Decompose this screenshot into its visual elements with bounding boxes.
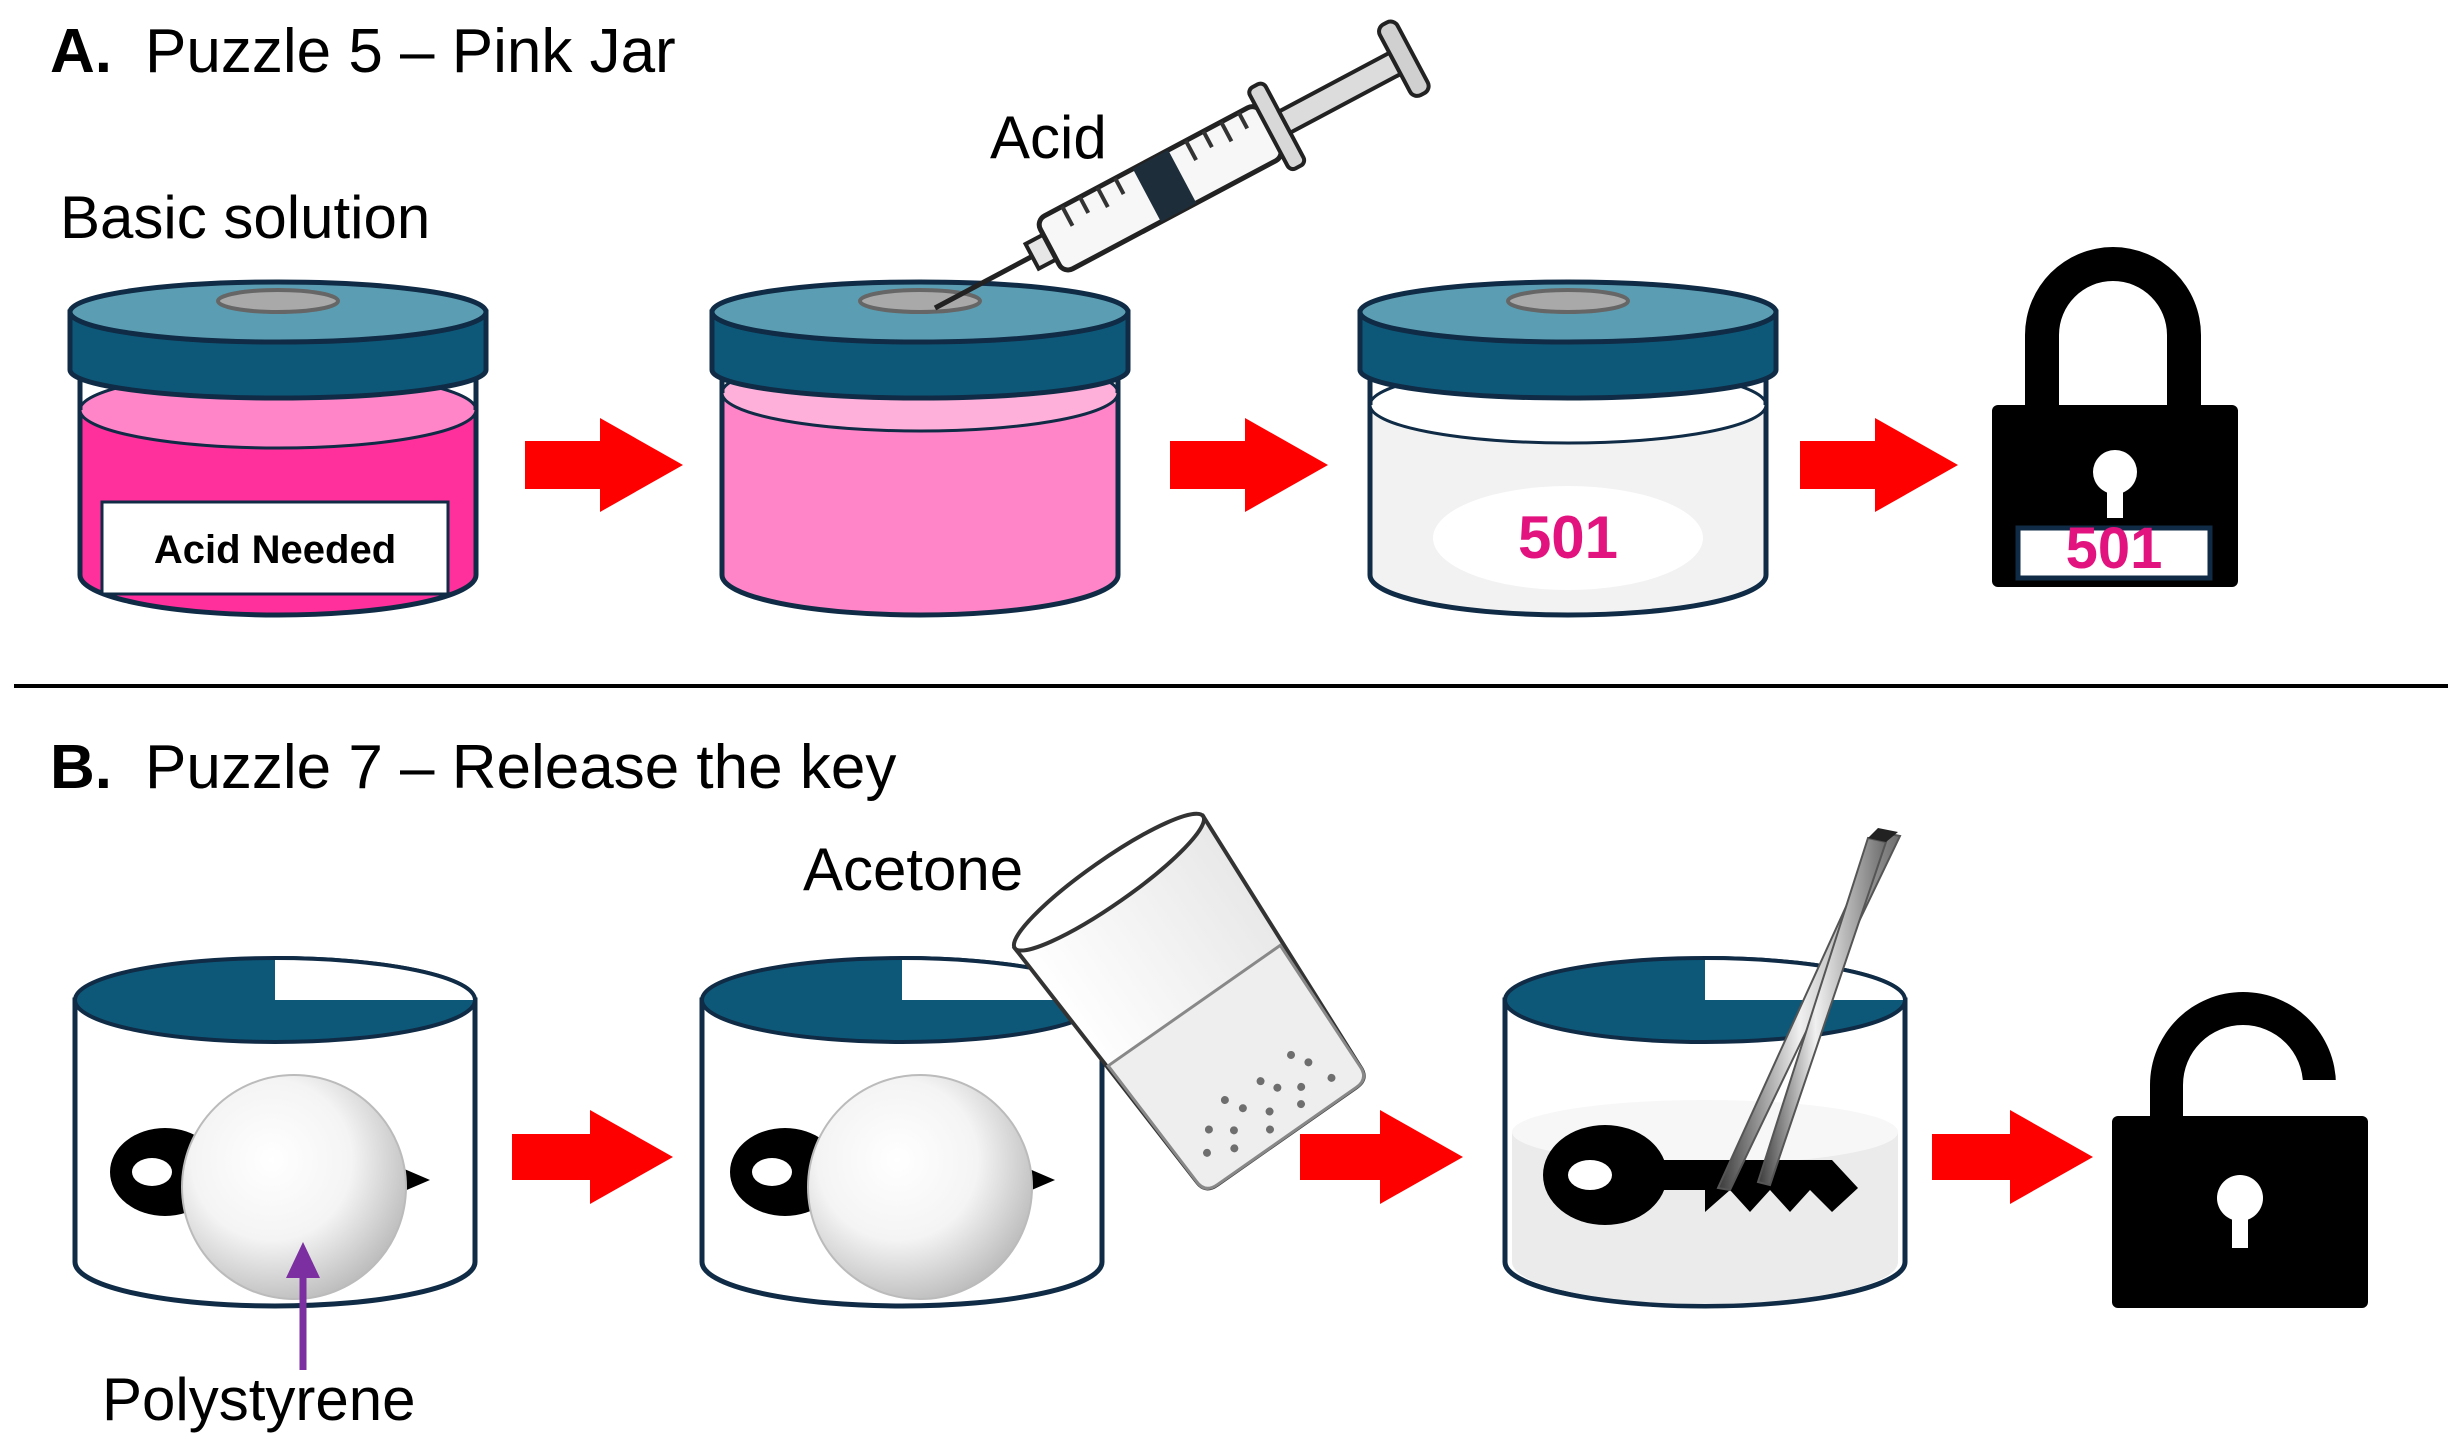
padlock-open-icon xyxy=(2112,992,2368,1308)
jar-basic-solution: Acid Needed xyxy=(67,279,489,618)
panel-a: A. Puzzle 5 – Pink Jar Basic solution Ac… xyxy=(50,17,2238,618)
arrow-right-icon xyxy=(1800,418,1958,512)
beaker-icon xyxy=(1011,811,1366,1191)
arrow-right-icon xyxy=(512,1110,673,1204)
acid-needed-label: Acid Needed xyxy=(154,528,396,572)
polystyrene-label: Polystyrene xyxy=(102,1366,415,1433)
arrow-right-icon xyxy=(1300,1110,1463,1204)
panel-b-title: Puzzle 7 – Release the key xyxy=(145,733,896,802)
arrow-right-icon xyxy=(1170,418,1328,512)
basic-solution-label: Basic solution xyxy=(60,184,430,251)
polystyrene-pointer-arrow xyxy=(286,1242,320,1370)
lock-code-text: 501 xyxy=(2066,516,2163,581)
jar-key-in-polystyrene xyxy=(72,956,478,1309)
panel-b-letter: B. xyxy=(50,733,112,802)
acid-needed-label-box xyxy=(100,500,450,596)
panel-b: B. Puzzle 7 – Release the key Acetone Po… xyxy=(50,733,2368,1433)
jar-acid-added xyxy=(709,279,1131,618)
arrow-right-icon xyxy=(525,418,683,512)
acetone-label: Acetone xyxy=(803,836,1023,903)
jar-key-released xyxy=(1502,828,1908,1309)
jar-acetone-added xyxy=(699,956,1105,1309)
jar-code-text: 501 xyxy=(1518,504,1618,571)
padlock-locked-icon: 501 xyxy=(1992,247,2238,587)
key-icon xyxy=(1543,1125,1858,1225)
panel-a-letter: A. xyxy=(50,17,112,86)
syringe-icon xyxy=(933,19,1431,311)
tweezers-icon xyxy=(1716,828,1902,1192)
acid-label: Acid xyxy=(990,104,1107,171)
panel-a-title: Puzzle 5 – Pink Jar xyxy=(145,17,676,86)
arrow-right-icon xyxy=(1932,1110,2093,1204)
jar-neutralized: 501 xyxy=(1357,279,1779,618)
